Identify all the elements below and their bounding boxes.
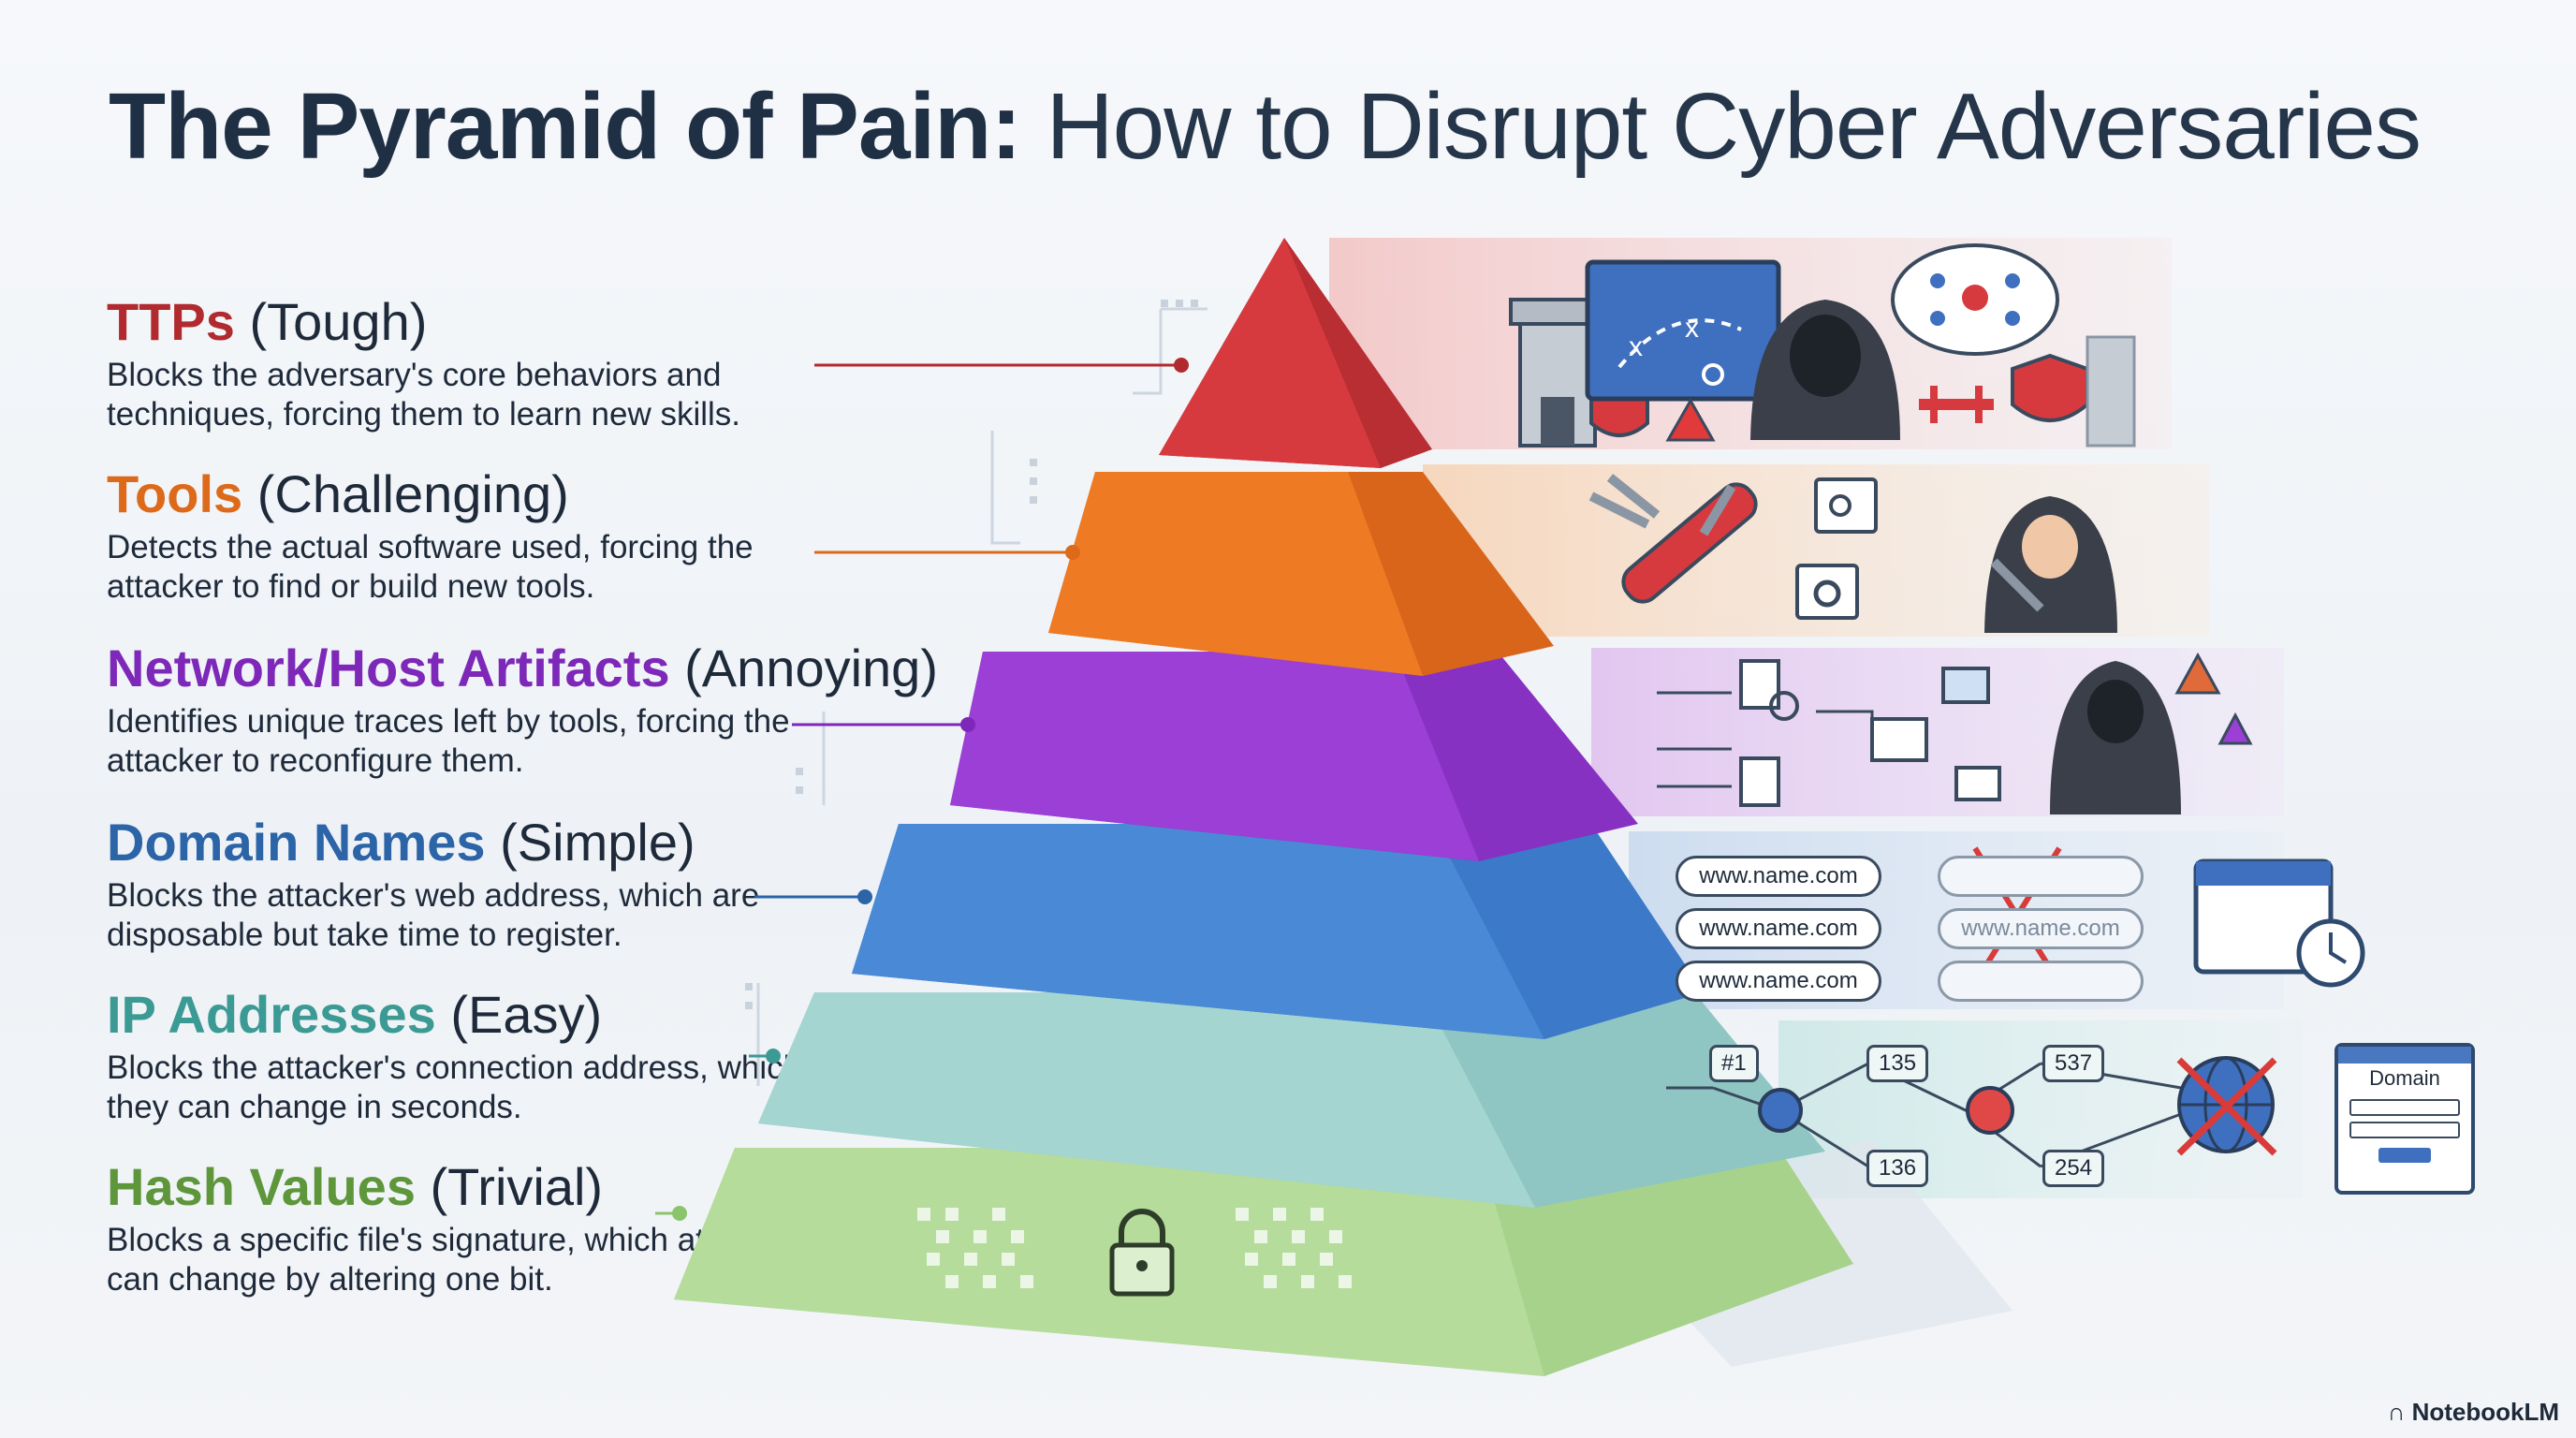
blocked-path-icon: [1919, 386, 1994, 423]
pyramid-layer-domains-front: [852, 824, 1544, 1039]
warning-icon: [1665, 397, 1716, 442]
router-node-icon: [1758, 1088, 1803, 1133]
layer-text-artifacts: Network/Host Artifacts (Annoying) Identi…: [107, 637, 938, 781]
domain-label: Domain: [2369, 1066, 2440, 1090]
ip-node: 136: [1866, 1150, 1929, 1187]
layer-level: (Simple): [500, 813, 695, 872]
ip-node: #1: [1709, 1045, 1759, 1082]
layer-heading: TTPs (Tough): [107, 290, 837, 354]
layer-text-hash: Hash Values (Trivial) Blocks a specific …: [107, 1155, 837, 1299]
warning-icon-artifacts: [2174, 652, 2253, 745]
search-window-icon: [1814, 477, 1878, 534]
layer-name: Tools: [107, 464, 243, 523]
layer-text-ip: IP Addresses (Easy) Blocks the attacker'…: [107, 983, 837, 1127]
domain-field: [2349, 1122, 2460, 1138]
layer-level: (Tough): [249, 292, 428, 351]
layer-level: (Annoying): [684, 638, 938, 697]
layer-description: Blocks a specific file's signature, whic…: [107, 1222, 811, 1298]
hooded-attacker-tools-icon: [2050, 661, 2181, 814]
hash-pixel-pattern-right: [1236, 1208, 1352, 1288]
page-title: The Pyramid of Pain: How to Disrupt Cybe…: [109, 66, 2505, 187]
title-bold: The Pyramid of Pain:: [109, 74, 1022, 179]
svg-text:x: x: [1685, 313, 1699, 344]
domain-login-window: Domain: [2334, 1043, 2475, 1195]
circuit-lines: [756, 307, 1208, 1086]
layer-description: Blocks the attacker's web address, which…: [107, 877, 760, 953]
pyramid-layer-ip-front: [758, 992, 1535, 1208]
layer-description: Detects the actual software used, forcin…: [107, 529, 754, 605]
svg-text:x: x: [1629, 331, 1643, 362]
file-flow-icon: [1657, 667, 2001, 801]
layer-heading: Tools (Challenging): [107, 462, 837, 526]
blocked-url-pill: www.name.com: [1938, 908, 2144, 949]
pyramid-layer-artifacts-front: [950, 652, 1479, 861]
layer-name: TTPs: [107, 292, 235, 351]
domain-field: [2349, 1099, 2460, 1116]
layer-description: Blocks the adversary's core behaviors an…: [107, 357, 740, 433]
ip-node: 537: [2042, 1045, 2105, 1082]
calendar-clock-icon: [2193, 858, 2365, 988]
hooded-attacker-wrench-icon: [1984, 496, 2117, 633]
domain-submit-button: [2378, 1148, 2431, 1163]
domain-url-pill: www.name.com: [1676, 908, 1881, 949]
layer-name: Hash Values: [107, 1157, 416, 1216]
pyramid-layer-tools-front: [1048, 472, 1423, 676]
castle-icon-right: [2086, 335, 2136, 448]
layer-text-ttps: TTPs (Tough) Blocks the adversary's core…: [107, 290, 837, 434]
globe-blocked-icon: [2176, 1056, 2277, 1156]
circuit-dots: [745, 300, 1198, 1009]
layer-level: (Challenging): [256, 464, 569, 523]
layer-name: Network/Host Artifacts: [107, 638, 670, 697]
layer-heading: IP Addresses (Easy): [107, 983, 837, 1047]
padlock-icon: [1109, 1209, 1175, 1297]
domain-url-pill: www.name.com: [1676, 961, 1881, 1002]
layer-text-domains: Domain Names (Simple) Blocks the attacke…: [107, 811, 837, 955]
blocked-url-pill: [1938, 856, 2144, 897]
layer-text-tools: Tools (Challenging) Detects the actual s…: [107, 462, 837, 607]
pyramid-layer-hash-front: [674, 1148, 1544, 1376]
hooded-attacker-icon: [1750, 300, 1900, 440]
multi-tool-knife-icon: [1588, 474, 1758, 604]
hash-pixel-pattern-left: [917, 1208, 1033, 1288]
connector-dots: [672, 358, 1189, 1221]
layer-description: Identifies unique traces left by tools, …: [107, 703, 790, 779]
layer-name: Domain Names: [107, 813, 486, 872]
strategy-board-icon: x x: [1585, 259, 1781, 402]
brand-name: NotebookLM: [2411, 1398, 2559, 1426]
thought-cloud-icon: [1891, 243, 2059, 356]
layer-heading: Network/Host Artifacts (Annoying): [107, 637, 938, 700]
gear-window-icon: [1795, 564, 1859, 620]
ip-node: 135: [1866, 1045, 1929, 1082]
brand-icon: ∩: [2387, 1398, 2406, 1426]
layer-level: (Easy): [450, 985, 603, 1044]
layer-heading: Hash Values (Trivial): [107, 1155, 837, 1219]
blocked-url-pill: [1938, 961, 2144, 1002]
document-icon: [1739, 659, 1799, 807]
layer-name: IP Addresses: [107, 985, 436, 1044]
layer-level: (Trivial): [430, 1157, 604, 1216]
title-light: How to Disrupt Cyber Adversaries: [1046, 74, 2422, 179]
connector-lines: [655, 363, 1181, 1215]
brand-logo: ∩ NotebookLM: [2388, 1398, 2559, 1427]
layer-heading: Domain Names (Simple): [107, 811, 837, 874]
shield-icon-right: [2011, 353, 2089, 422]
layer-description: Blocks the attacker's connection address…: [107, 1049, 802, 1125]
pyramid-layer-ttps-front: [1159, 238, 1381, 468]
domain-url-pill: www.name.com: [1676, 856, 1881, 897]
blocked-node-icon: [1966, 1086, 2014, 1135]
window-titlebar: [2338, 1047, 2471, 1064]
ip-node: 254: [2042, 1150, 2105, 1187]
